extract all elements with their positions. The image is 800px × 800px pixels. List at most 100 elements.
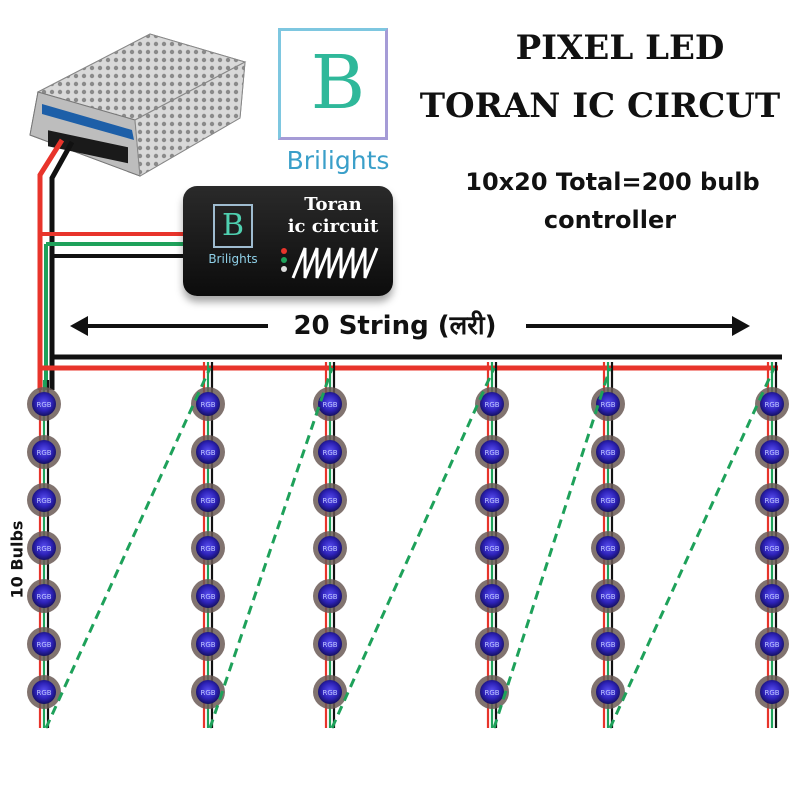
- rgb-bulb-icon: RGB: [591, 627, 625, 661]
- controller-brand-name: Brilights: [208, 252, 258, 266]
- rgb-bulb-icon: RGB: [475, 531, 509, 565]
- bulb-label: RGB: [600, 497, 615, 505]
- bulb-label: RGB: [764, 689, 779, 697]
- bulb-label: RGB: [322, 641, 337, 649]
- bulb-label: RGB: [36, 449, 51, 457]
- rgb-bulb-icon: RGB: [27, 627, 61, 661]
- bulb-label: RGB: [36, 689, 51, 697]
- bulb-label: RGB: [764, 593, 779, 601]
- controller-label-line1: Toran: [304, 194, 362, 215]
- rgb-bulb-icon: RGB: [475, 627, 509, 661]
- rgb-bulb-icon: RGB: [755, 531, 789, 565]
- double-arrow-icon: [70, 316, 750, 336]
- bulb-label: RGB: [322, 593, 337, 601]
- rgb-bulb-icon: RGB: [755, 435, 789, 469]
- rgb-bulb-icon: RGB: [591, 531, 625, 565]
- bulb-column: RGB RGB RGB RGB RGB RGB RGB: [191, 362, 225, 728]
- data-link-line: [492, 367, 612, 729]
- bulb-label: RGB: [484, 641, 499, 649]
- controller-label-line2: ic circuit: [287, 216, 379, 237]
- controller-logo: B: [213, 204, 253, 248]
- rgb-bulb-icon: RGB: [27, 531, 61, 565]
- bulb-label: RGB: [600, 593, 615, 601]
- bulb-label: RGB: [764, 401, 779, 409]
- bulb-label: RGB: [322, 401, 337, 409]
- bulb-label: RGB: [764, 641, 779, 649]
- bulb-label: RGB: [322, 545, 337, 553]
- data-link-line: [608, 367, 776, 729]
- rgb-bulb-icon: RGB: [191, 627, 225, 661]
- bulb-label: RGB: [200, 545, 215, 553]
- bulb-label: RGB: [322, 689, 337, 697]
- rgb-bulb-icon: RGB: [313, 675, 347, 709]
- page-title-line1: PIXEL LED: [515, 28, 725, 68]
- bulb-label: RGB: [200, 401, 215, 409]
- bulb-label: RGB: [764, 545, 779, 553]
- controller-logo-letter: B: [221, 208, 245, 243]
- bulb-label: RGB: [36, 593, 51, 601]
- bulb-label: RGB: [764, 497, 779, 505]
- subtitle-line1: 10x20 Total=200 bulb: [465, 168, 760, 196]
- rgb-bulb-icon: RGB: [591, 483, 625, 517]
- power-supply-icon: [29, 33, 247, 177]
- bulb-column: RGB RGB RGB RGB RGB RGB RGB: [313, 362, 347, 728]
- rgb-bulb-icon: RGB: [27, 675, 61, 709]
- rgb-bulb-icon: RGB: [475, 483, 509, 517]
- bulb-label: RGB: [484, 593, 499, 601]
- rgb-bulb-icon: RGB: [755, 387, 789, 421]
- bulb-column: RGB RGB RGB RGB RGB RGB RGB: [27, 380, 61, 728]
- logo-brand-name: Brilights: [286, 146, 390, 175]
- bulb-column: RGB RGB RGB RGB RGB RGB RGB: [755, 362, 789, 728]
- rgb-bulb-icon: RGB: [313, 579, 347, 613]
- data-link-line: [208, 367, 334, 729]
- rgb-bulb-icon: RGB: [591, 675, 625, 709]
- rgb-bulb-icon: RGB: [27, 579, 61, 613]
- rgb-bulb-icon: RGB: [755, 579, 789, 613]
- bulb-label: RGB: [36, 641, 51, 649]
- bulb-label: RGB: [484, 497, 499, 505]
- bulb-column: RGB RGB RGB RGB RGB RGB RGB: [591, 362, 625, 728]
- rgb-bulb-icon: RGB: [591, 435, 625, 469]
- bulb-label: RGB: [764, 449, 779, 457]
- rgb-bulb-icon: RGB: [755, 627, 789, 661]
- logo-letter: B: [310, 40, 366, 126]
- data-zigzag: [44, 367, 776, 729]
- rgb-bulb-icon: RGB: [27, 387, 61, 421]
- supply-wires: [37, 138, 190, 390]
- page-title-line2: TORAN IC CIRCUT: [419, 86, 781, 126]
- subtitle-line2: controller: [543, 206, 677, 234]
- bulb-label: RGB: [200, 497, 215, 505]
- bulb-label: RGB: [200, 641, 215, 649]
- bulb-label: RGB: [484, 545, 499, 553]
- rgb-bulb-icon: RGB: [591, 579, 625, 613]
- bulb-label: RGB: [600, 641, 615, 649]
- rgb-bulb-icon: RGB: [191, 435, 225, 469]
- rgb-bulb-icon: RGB: [755, 483, 789, 517]
- bulb-count-label: 10 Bulbs: [7, 520, 27, 599]
- bulb-label: RGB: [600, 689, 615, 697]
- logo-frame: [278, 28, 388, 140]
- controller-box-icon: B Brilights Toran ic circuit: [183, 186, 393, 296]
- status-leds-icon: [281, 248, 287, 272]
- rgb-bulb-icon: RGB: [475, 387, 509, 421]
- rgb-bulb-icon: RGB: [591, 387, 625, 421]
- bulb-label: RGB: [36, 497, 51, 505]
- bulb-label: RGB: [484, 401, 499, 409]
- rgb-bulb-icon: RGB: [313, 627, 347, 661]
- rgb-bulb-icon: RGB: [191, 579, 225, 613]
- rgb-bulb-icon: RGB: [27, 435, 61, 469]
- bulb-label: RGB: [200, 689, 215, 697]
- rgb-bulb-icon: RGB: [191, 531, 225, 565]
- bulb-label: RGB: [200, 593, 215, 601]
- bulb-label: RGB: [322, 497, 337, 505]
- rgb-bulb-icon: RGB: [313, 387, 347, 421]
- rgb-bulb-icon: RGB: [313, 435, 347, 469]
- data-link-line: [44, 367, 212, 729]
- rgb-bulb-icon: RGB: [755, 675, 789, 709]
- bulb-label: RGB: [484, 449, 499, 457]
- rgb-bulb-icon: RGB: [191, 675, 225, 709]
- bulb-label: RGB: [600, 545, 615, 553]
